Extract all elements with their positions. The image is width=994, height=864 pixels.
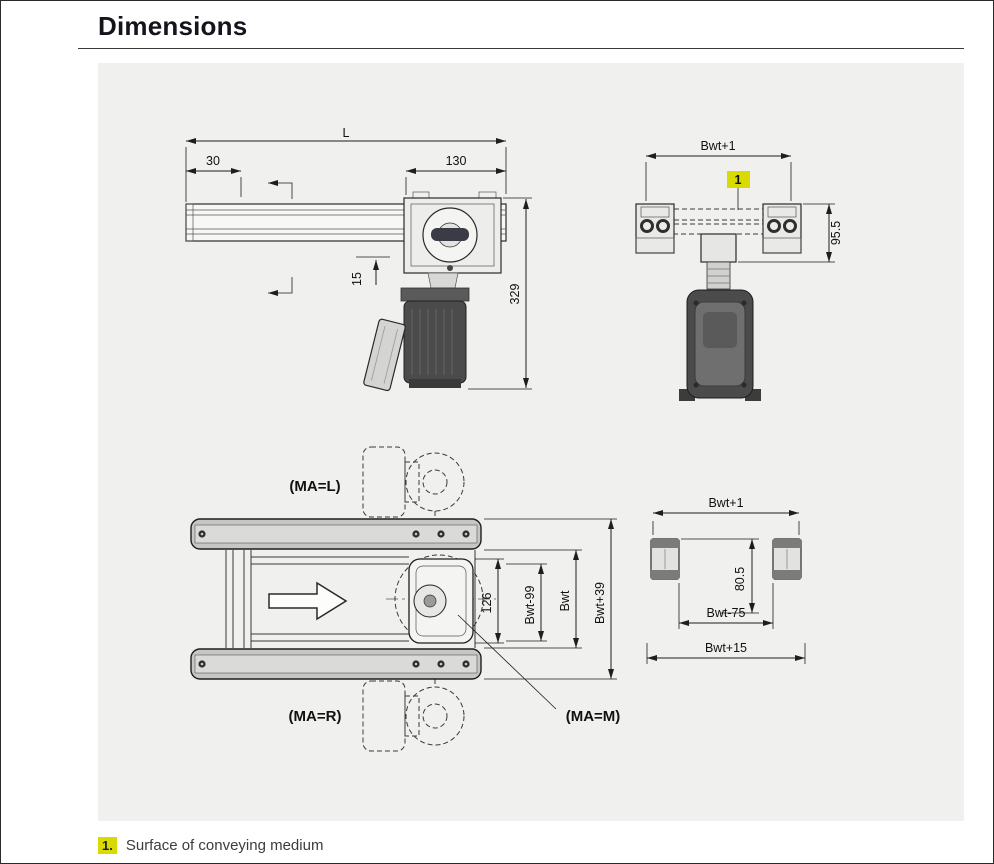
top-view: (MA=L) (MA=R) (MA=M) 126 Bwt-99 [190,446,621,752]
dim-label-total-height: 329 [508,284,522,305]
ma-label-left: (MA=L) [289,478,340,495]
motor-position-right-dashed [362,679,465,752]
dim-label-95-5: 95.5 [829,221,843,245]
dimension-30: 30 [186,154,242,197]
dimension-bwt-plus-39: Bwt+39 [484,518,617,680]
footnote: 1. Surface of conveying medium [98,837,323,854]
section-view: Bwt+1 80.5 Bwt-75 [646,496,806,664]
callout-1: 1 [727,171,750,210]
brand-logo-badge [431,228,469,241]
footnote-marker: 1. [98,837,117,854]
dimension-bwt-plus-1-section: Bwt+1 [652,496,800,535]
end-view: 1 Bwt+1 95.5 [635,139,843,401]
callout-1-box [727,171,750,188]
dim-label-surface-height: 15 [350,272,364,286]
dimension-bwt: Bwt [484,549,582,649]
section-cut-arrow-bottom [268,277,293,296]
end-motor [679,289,761,401]
dim-label-bwt: Bwt [558,590,572,611]
side-motor [363,272,470,392]
dimension-bwt-plus-15: Bwt+15 [646,641,806,664]
dim-label-bwt-plus-39: Bwt+39 [593,582,607,624]
dim-label-bwt-plus-15: Bwt+15 [705,641,747,655]
dim-label-80-5: 80.5 [733,567,747,591]
dim-label-bwt-plus-1-end: Bwt+1 [700,139,735,153]
conveying-medium [673,208,764,235]
dimension-80-5: 80.5 [681,538,759,614]
ma-middle-leader [457,614,557,710]
motor-position-middle [408,558,474,644]
dim-label-bwt-minus-99: Bwt-99 [523,586,537,625]
dimension-329: 329 [468,197,532,390]
dimension-bwt-minus-99: Bwt-99 [506,563,547,642]
callout-1-label: 1 [735,173,742,187]
dimension-bwt-minus-75: Bwt-75 [678,583,774,629]
dim-label-126: 126 [480,593,494,614]
dimensions-panel: L 30 130 15 [98,63,964,821]
dimension-15: 15 [350,256,390,286]
flow-direction-arrow [268,581,348,621]
title-divider [78,48,964,49]
top-rail [190,518,482,550]
footnote-text: Surface of conveying medium [125,837,324,854]
ma-label-middle: (MA=M) [566,708,621,725]
dimension-126: 126 [475,558,504,644]
dimension-95-5: 95.5 [738,203,843,263]
page-title: Dimensions [98,11,248,41]
bottom-rail [190,648,482,680]
dim-label-left-offset: 30 [206,154,220,168]
technical-drawing: L 30 130 15 [185,126,843,752]
drive-head [403,191,502,274]
ma-label-right: (MA=R) [289,708,342,725]
side-view: L 30 130 15 [185,126,532,392]
section-cut-arrow-top [268,180,293,199]
dim-label-head-width: 130 [446,154,467,168]
dimension-bwt-plus-1-end: Bwt+1 [645,139,792,201]
dimension-130: 130 [405,154,506,195]
dim-label-bwt-plus-1-section: Bwt+1 [708,496,743,510]
left-profile [650,538,680,580]
left-roller-block [635,203,675,254]
dim-label-length: L [343,126,350,140]
end-center-column [700,233,737,290]
frame-cross-members [225,550,409,648]
dim-label-bwt-minus-75: Bwt-75 [707,606,746,620]
right-roller-block [762,203,802,254]
motor-position-left-dashed [362,446,465,520]
right-profile [772,538,802,580]
terminal-box [363,318,406,392]
